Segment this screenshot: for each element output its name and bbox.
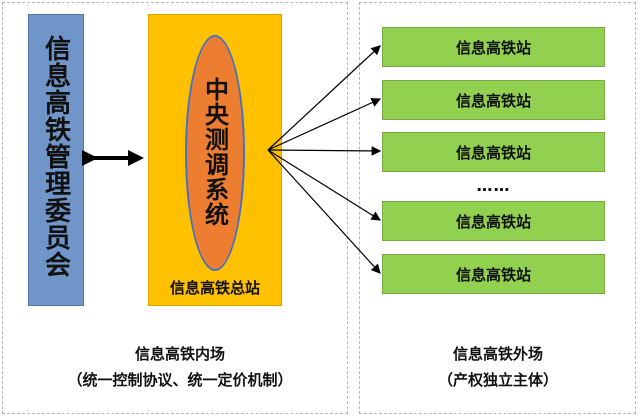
central-control-label: 中央测调系统 xyxy=(200,77,229,227)
outer-field-subtitle: （产权独立主体） xyxy=(437,371,558,389)
outer-field-title: 信息高铁外场 xyxy=(452,345,543,363)
outer-field-caption: 信息高铁外场 （产权独立主体） xyxy=(362,341,634,393)
link-arrow-3 xyxy=(267,146,382,156)
inner-field-caption: 信息高铁内场 （统一控制协议、统一定价机制） xyxy=(20,341,340,393)
station-box: 信息高铁站 xyxy=(382,27,605,67)
management-committee-box: 信息高铁管理委员会 xyxy=(28,14,84,306)
link-arrow-5 xyxy=(267,149,381,274)
headquarters-label: 信息高铁总站 xyxy=(169,279,260,297)
headquarters-box: 中央测调系统 信息高铁总站 xyxy=(148,14,282,306)
inner-field-subtitle: （统一控制协议、统一定价机制） xyxy=(67,371,293,389)
link-arrow-4 xyxy=(267,149,382,221)
management-committee-label: 信息高铁管理委员会 xyxy=(40,35,71,278)
station-box: 信息高铁站 xyxy=(382,80,605,120)
link-arrow-1 xyxy=(267,45,381,151)
station-box: 信息高铁站 xyxy=(382,201,605,241)
stations-ellipsis: …… xyxy=(476,176,511,195)
station-box: 信息高铁站 xyxy=(382,132,605,172)
central-control-ellipse: 中央测调系统 xyxy=(185,35,245,271)
link-arrow-2 xyxy=(267,98,382,151)
station-box: 信息高铁站 xyxy=(382,254,605,294)
inner-field-title: 信息高铁内场 xyxy=(134,345,225,363)
